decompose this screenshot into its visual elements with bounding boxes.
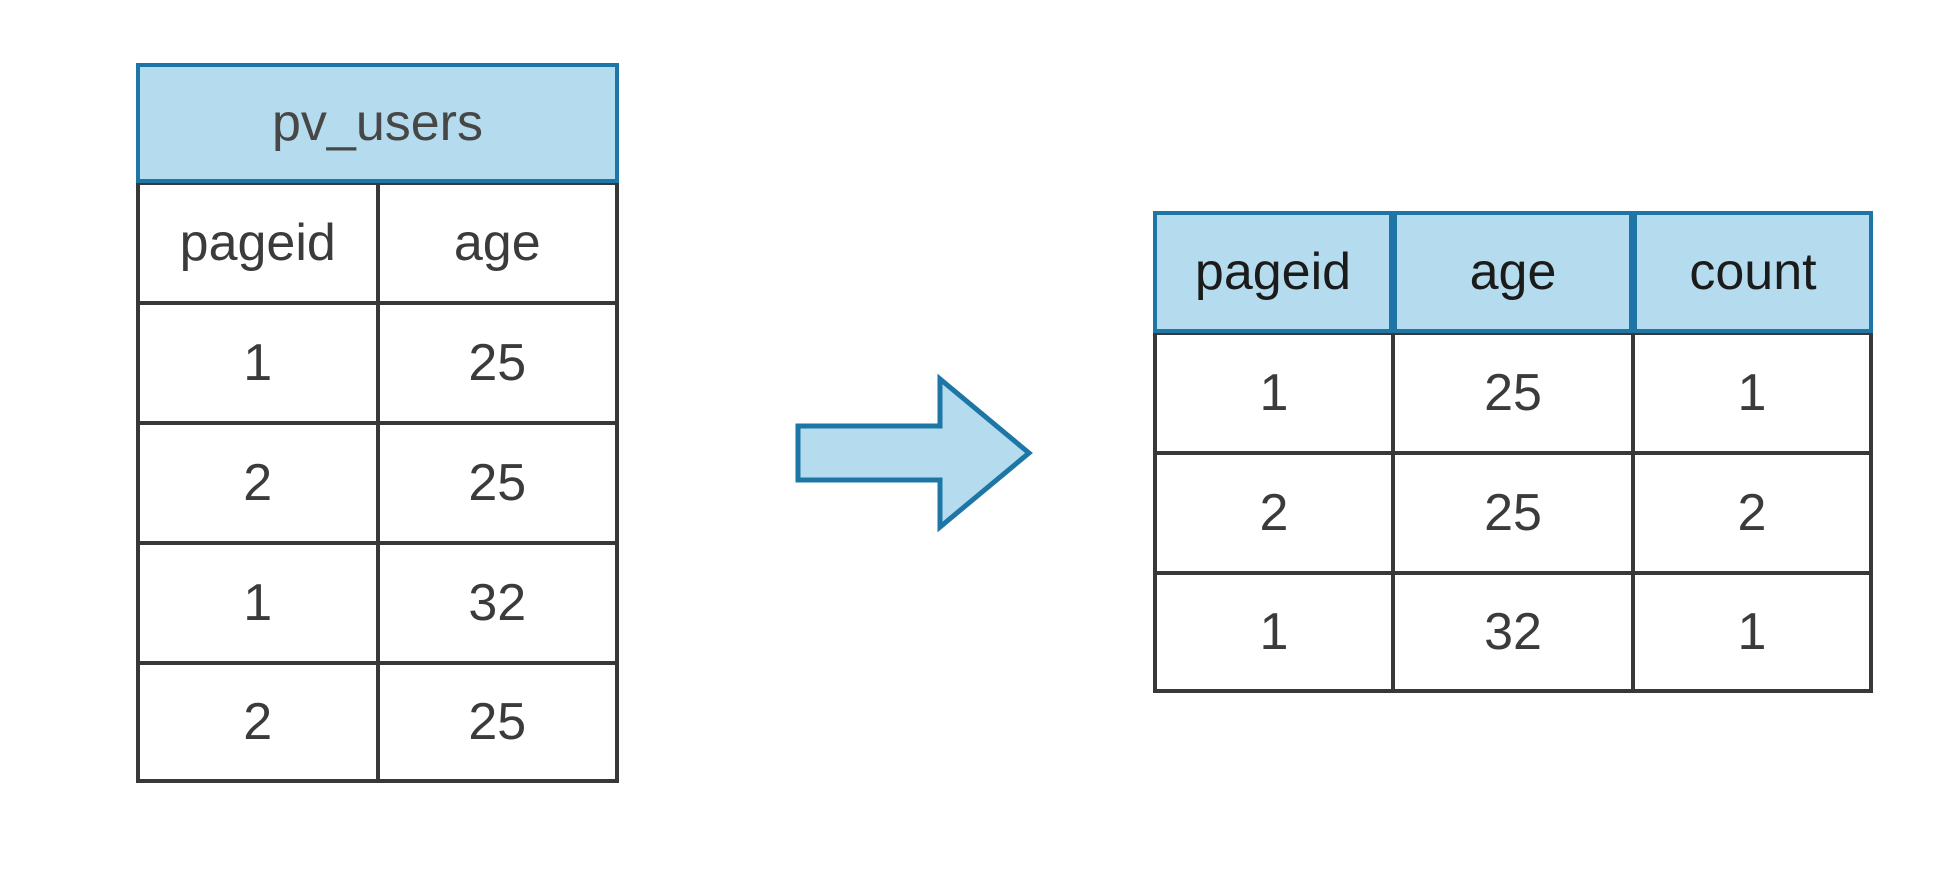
cell-count: 2 [1633,453,1873,573]
cell-pageid: 1 [1153,573,1393,693]
pv-users-table: pv_users pageid age 1 25 2 25 1 32 2 25 [136,63,619,783]
column-header-age: age [377,183,619,303]
result-table: pageid age count 1 25 1 2 25 2 1 32 1 [1153,211,1873,693]
column-header-age: age [1393,211,1633,333]
cell-age: 25 [377,303,619,423]
pv-users-table-title: pv_users [136,63,619,183]
table-row: 1 32 1 [1153,573,1873,693]
table-row: 2 25 [136,423,619,543]
cell-pageid: 2 [1153,453,1393,573]
cell-pageid: 1 [136,543,378,663]
cell-count: 1 [1633,333,1873,453]
cell-age: 25 [377,423,619,543]
table-row: 1 32 [136,543,619,663]
cell-count: 1 [1633,573,1873,693]
cell-pageid: 1 [1153,333,1393,453]
column-header-pageid: pageid [1153,211,1393,333]
column-header-count: count [1633,211,1873,333]
cell-age: 32 [1393,573,1633,693]
column-header-pageid: pageid [136,183,378,303]
cell-pageid: 1 [136,303,378,423]
column-header-row: pageid age count [1153,211,1873,333]
cell-age: 25 [1393,333,1633,453]
table-row: 1 25 [136,303,619,423]
table-row: 2 25 2 [1153,453,1873,573]
table-row: 1 25 1 [1153,333,1873,453]
cell-age: 32 [377,543,619,663]
cell-pageid: 2 [136,423,378,543]
right-arrow-icon [795,373,1035,533]
table-title-row: pv_users [136,63,619,183]
cell-pageid: 2 [136,663,378,783]
cell-age: 25 [1393,453,1633,573]
table-row: 2 25 [136,663,619,783]
cell-age: 25 [377,663,619,783]
column-header-row: pageid age [136,183,619,303]
